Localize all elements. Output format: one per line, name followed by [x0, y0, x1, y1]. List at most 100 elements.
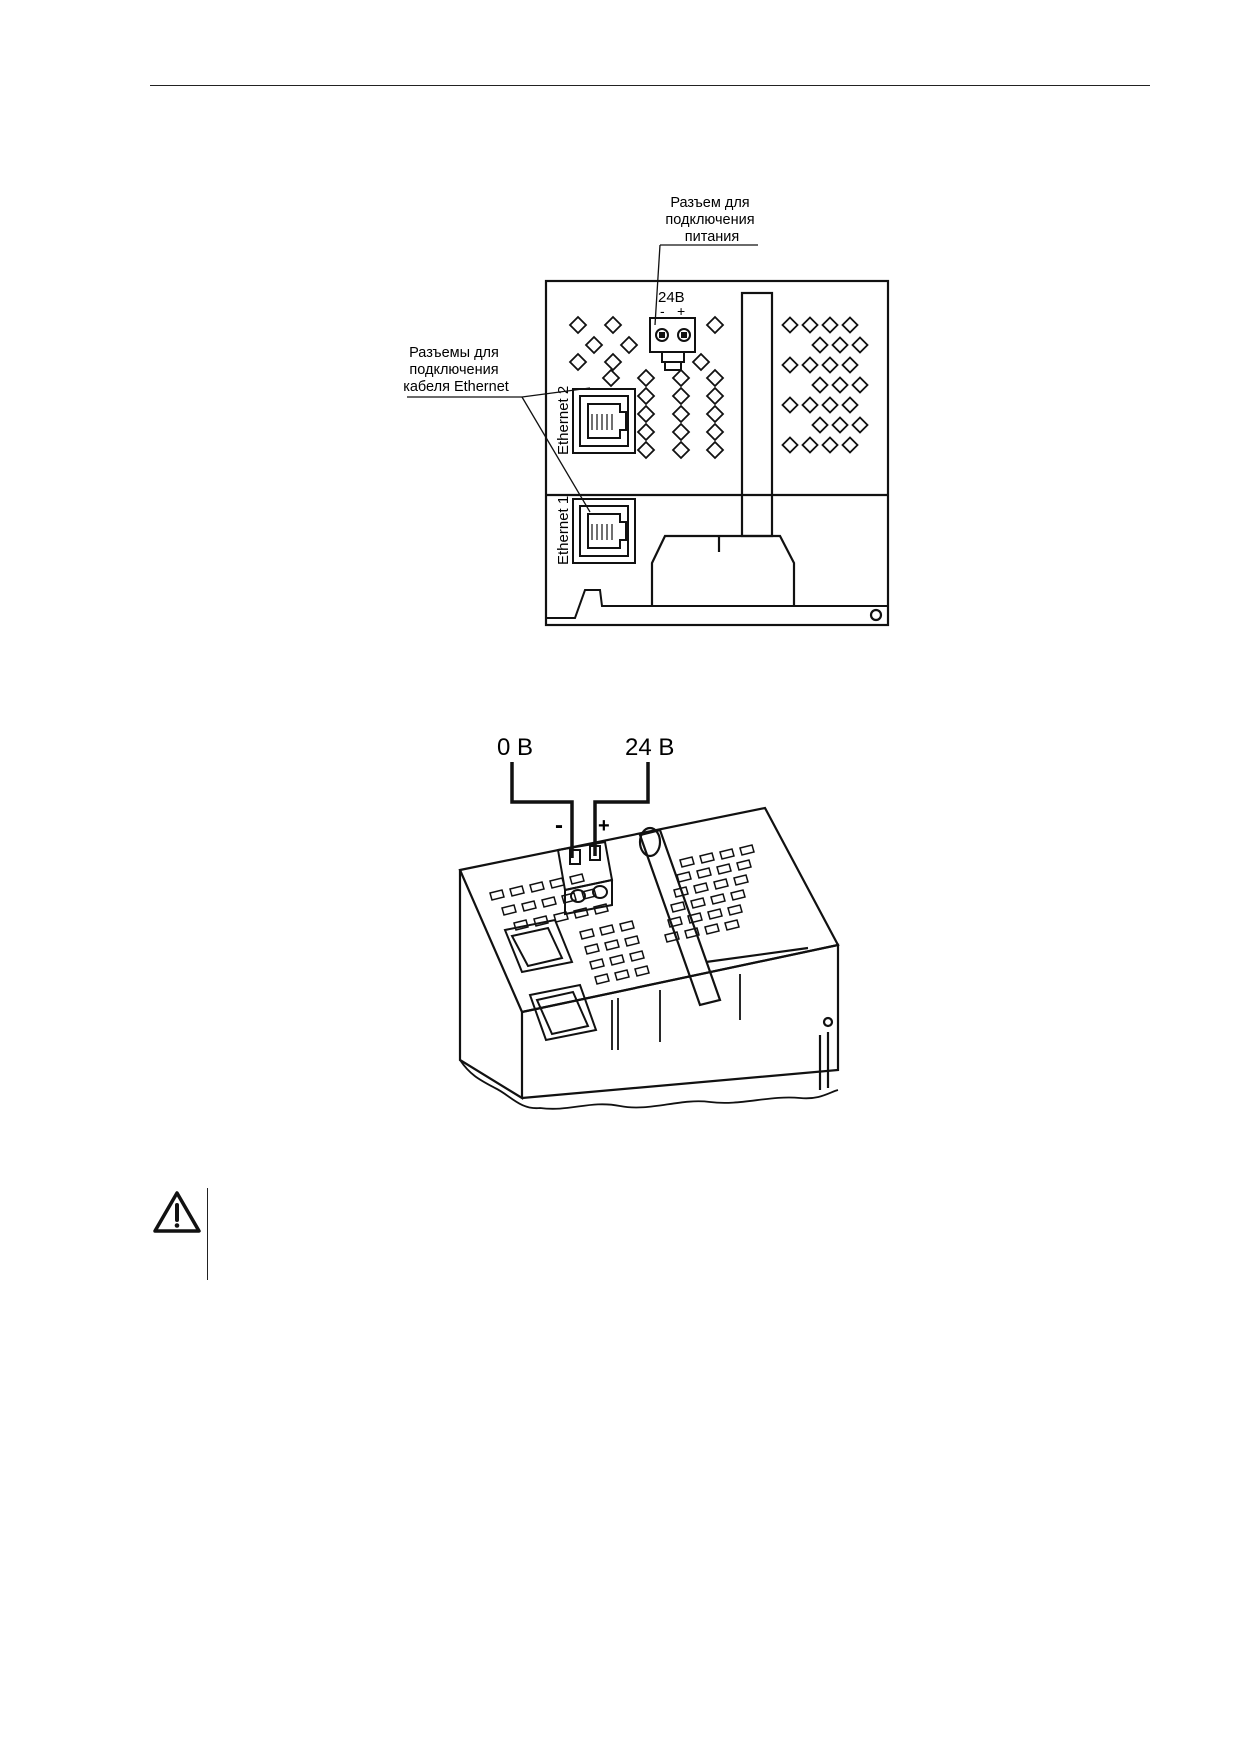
vent-slot [730, 889, 746, 901]
header-rule [150, 85, 1150, 86]
isometric-view-diagram: 0 В 24 В - + [458, 734, 840, 1110]
vent-slot [821, 356, 839, 374]
vent-slot [584, 335, 604, 355]
vent-slot [561, 892, 577, 904]
vent-slot [801, 356, 819, 374]
vent-slot [704, 923, 720, 935]
plus-label: + [677, 303, 685, 319]
vent-slot [619, 335, 639, 355]
vent-slot [851, 416, 869, 434]
housing-outline [544, 279, 890, 627]
vent-slot [584, 943, 600, 955]
vent-slot [781, 316, 799, 334]
vent-slot [821, 436, 839, 454]
vent-slot [736, 859, 752, 871]
iso-ethernet-ports [503, 918, 598, 1042]
vent-slot [671, 368, 691, 388]
vent-slot [636, 440, 656, 460]
vent-slot [687, 912, 703, 924]
vent-slot [821, 316, 839, 334]
vent-slot [581, 888, 597, 900]
iso-ventilation-grille [489, 844, 755, 985]
vent-slot [671, 386, 691, 406]
vent-slot [671, 422, 691, 442]
ethernet-leader-lines [407, 387, 591, 513]
vent-slot [676, 871, 692, 883]
vent-slot [614, 969, 630, 981]
vent-slot [811, 416, 829, 434]
vent-slot [594, 973, 610, 985]
bottom-compartment [650, 534, 796, 606]
vent-slot [579, 928, 595, 940]
vent-slot [636, 386, 656, 406]
vent-slot [671, 440, 691, 460]
vent-slot [541, 896, 557, 908]
power-leader-line [654, 244, 758, 326]
vent-slot [636, 404, 656, 424]
vent-slot [568, 352, 588, 372]
vent-slot [521, 900, 537, 912]
vent-slot [705, 440, 725, 460]
minus-label: - [660, 303, 665, 319]
power-terminal-block [649, 317, 696, 371]
vent-slot [811, 336, 829, 354]
front-face [521, 943, 840, 1100]
vent-slot [811, 376, 829, 394]
vent-slot [781, 436, 799, 454]
vent-slot [705, 422, 725, 442]
vent-slot [727, 904, 743, 916]
mounting-hole [869, 608, 883, 622]
power-wires [510, 762, 650, 858]
vent-slot [716, 863, 732, 875]
vent-slot [529, 881, 545, 893]
wire-plus-label: + [598, 815, 610, 837]
vent-slot [599, 924, 615, 936]
vent-slot [629, 950, 645, 962]
vent-slot [636, 368, 656, 388]
ethernet-2-port [572, 388, 636, 454]
vent-slot [710, 893, 726, 905]
vent-slot [841, 396, 859, 414]
vent-slot [509, 885, 525, 897]
warning-divider [207, 1188, 208, 1280]
wire-0v-label: 0 В [497, 734, 533, 761]
vent-slot [713, 878, 729, 890]
vent-slot [603, 315, 623, 335]
ventilation-grille [568, 315, 869, 460]
vent-slot [831, 416, 849, 434]
vent-slot [705, 368, 725, 388]
wire-24v-label: 24 В [625, 734, 674, 761]
vent-slot [781, 356, 799, 374]
vent-slot [841, 356, 859, 374]
voltage-label: 24В [658, 289, 685, 306]
ethernet-callout: Разъемы для подключения кабеля Ethernet [403, 345, 509, 395]
vent-slot [489, 889, 505, 901]
vent-slot [801, 436, 819, 454]
warning-triangle-icon [153, 1191, 201, 1233]
port-2-label: Ethernet 2 [555, 386, 572, 455]
vent-slot [841, 316, 859, 334]
vent-slot [684, 927, 700, 939]
vent-slot [513, 919, 529, 931]
vent-slot [705, 386, 725, 406]
vent-slot [573, 907, 589, 919]
top-face [458, 806, 840, 1014]
vent-slot [593, 903, 609, 915]
vent-slot [851, 336, 869, 354]
vent-slot [801, 316, 819, 334]
vent-slot [533, 915, 549, 927]
vent-slot [739, 844, 755, 856]
vent-slot [841, 436, 859, 454]
vent-slot [549, 877, 565, 889]
vent-slot [501, 904, 517, 916]
vent-slot [724, 919, 740, 931]
vent-slot [634, 965, 650, 977]
vent-slot [589, 958, 605, 970]
vent-slot [679, 856, 695, 868]
vent-slot [691, 352, 711, 372]
front-view-diagram: Ethernet 2 Ethernet 1 24В - + Разъем для… [403, 195, 890, 627]
port-1-label: Ethernet 1 [555, 496, 572, 565]
vent-slot [696, 867, 712, 879]
vent-slot [699, 852, 715, 864]
latch-bar [638, 828, 722, 1007]
